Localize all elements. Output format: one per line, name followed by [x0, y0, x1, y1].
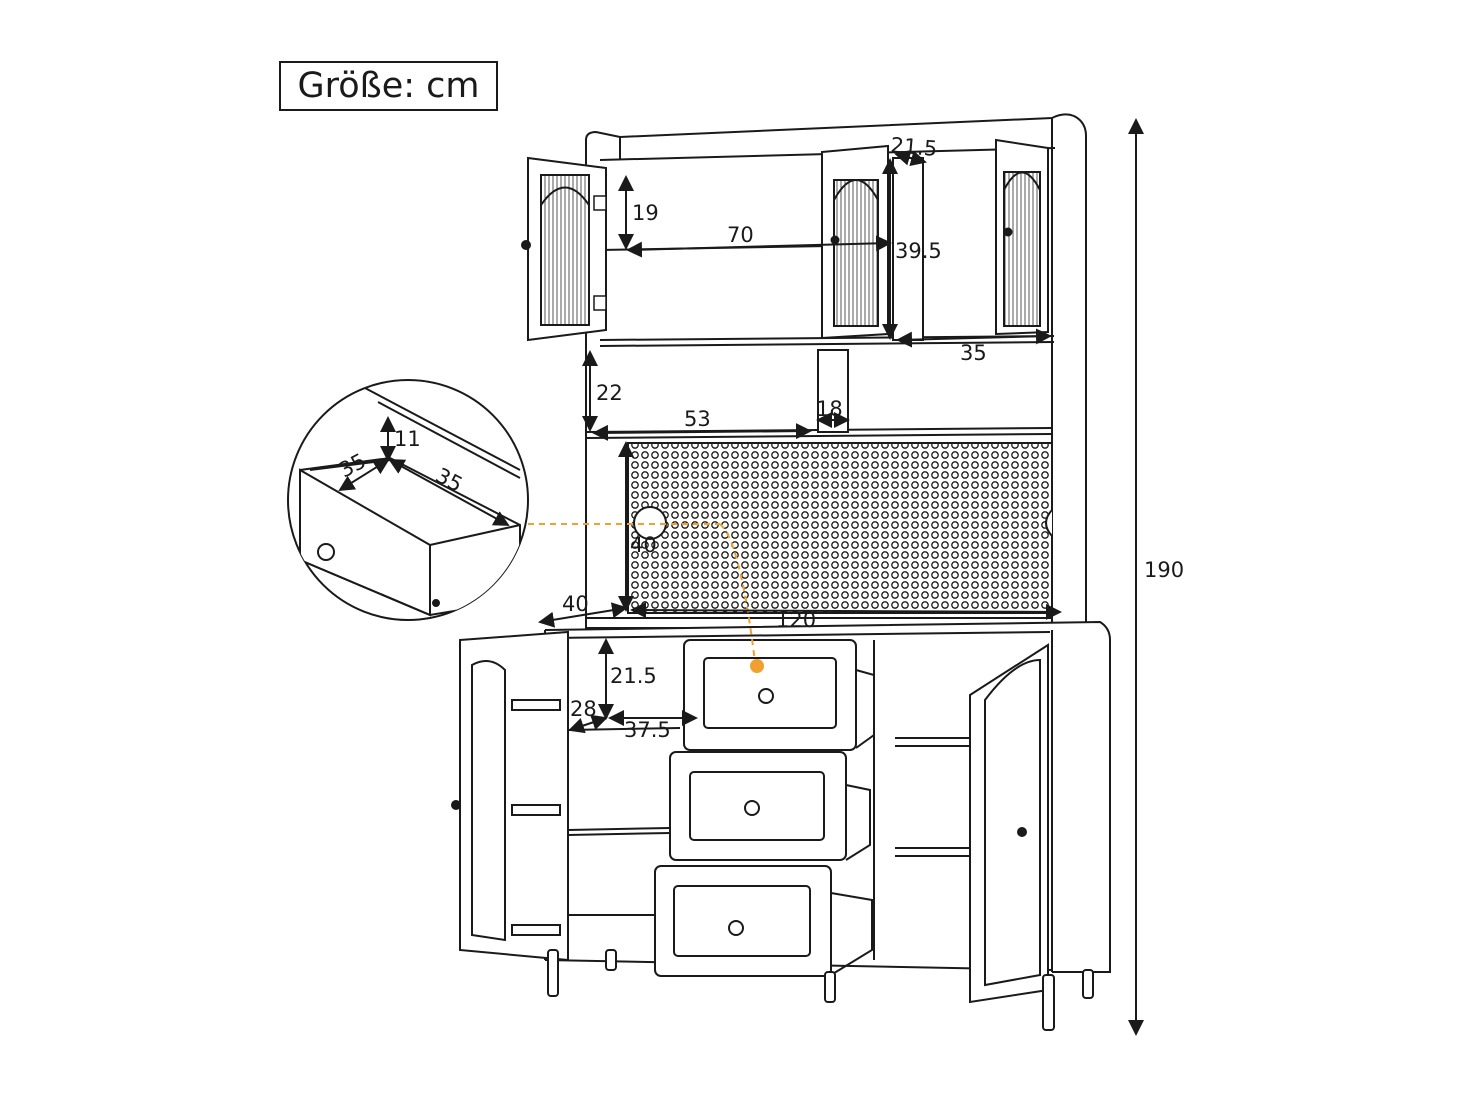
callout-dot [750, 659, 764, 673]
label-total-width: 120 [776, 608, 816, 632]
label-upper-cabinet-width: 70 [727, 223, 754, 247]
pegboard [627, 442, 1053, 614]
base-left-door [451, 630, 569, 962]
label-drawer-height: 11 [394, 427, 421, 451]
label-open-side-width: 18 [816, 397, 843, 421]
base-right-door [969, 643, 1049, 1004]
legs [547, 949, 1094, 1031]
unit-label-box: Größe: cm [279, 61, 498, 111]
drawers [654, 639, 875, 977]
label-upper-door-width: 21.5 [890, 133, 939, 161]
label-upper-shelf-height: 19 [632, 201, 659, 225]
label-base-shelf-height: 21.5 [610, 664, 657, 688]
unit-label: Größe: cm [297, 66, 480, 106]
label-open-shelf-height: 22 [596, 381, 623, 405]
label-pegboard-height: 40 [630, 533, 657, 557]
drawer-detail-callout [287, 379, 529, 621]
label-base-shelf-width: 37.5 [624, 718, 671, 742]
label-total-height: 190 [1144, 558, 1184, 582]
label-open-shelf-width: 53 [684, 407, 711, 431]
label-upper-side-depth: 35 [960, 341, 987, 365]
label-depth: 40 [562, 592, 589, 616]
label-upper-cabinet-height: 39.5 [895, 239, 942, 263]
label-base-side-width: 28 [570, 697, 597, 721]
dimension-lines [338, 118, 1144, 1036]
